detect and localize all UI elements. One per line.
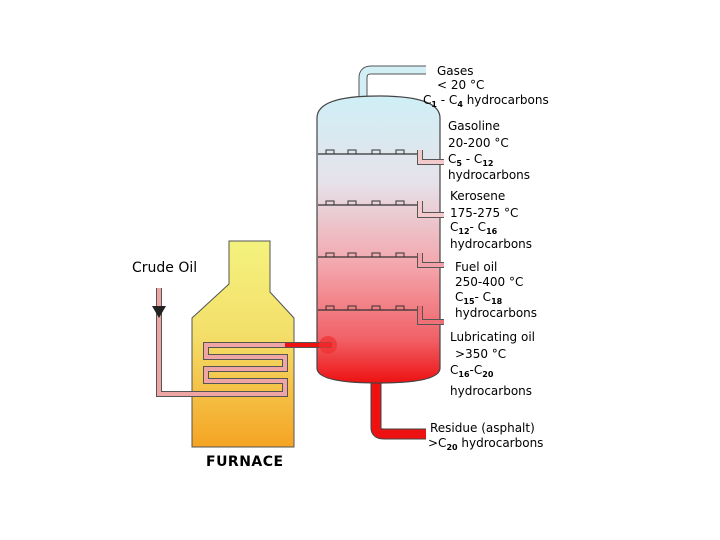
fuel-oil-hc: hydrocarbons [455,306,538,320]
gases-formula: C1 - C4 hydrocarbons [423,93,549,109]
kerosene-hc: hydrocarbons [450,237,533,251]
column-trays [318,153,420,311]
lubricating-oil-temp: >350 °C [455,347,507,361]
gasoline-hc: hydrocarbons [448,168,531,182]
crude-oil-label: Crude Oil [132,260,198,276]
residue-name: Residue (asphalt) [430,421,535,435]
kerosene-formula: C12- C16 [450,220,498,236]
side-outlets [417,150,444,325]
residue-pipe [370,376,426,440]
inlet-splash [319,336,337,354]
fuel-oil-formula: C15- C18 [455,290,503,306]
lubricating-oil-hc: hydrocarbons [450,384,533,398]
fuel-oil-name: Fuel oil [455,260,498,274]
gases-name: Gases [437,64,474,78]
gasoline-formula: C5 - C12 [448,152,494,168]
fuel-oil-temp: 250-400 °C [455,275,524,289]
furnace-label: FURNACE [206,454,284,470]
gasoline-temp: 20-200 °C [448,136,509,150]
crude-oil-arrow [152,306,166,318]
residue-formula: >C20 hydrocarbons [428,436,544,452]
kerosene-name: Kerosene [450,189,506,203]
fractionating-column [316,95,441,384]
lubricating-oil-formula: C16-C20 [450,363,494,379]
lubricating-oil-name: Lubricating oil [450,330,536,344]
gases-temp: < 20 °C [437,78,485,92]
gasoline-name: Gasoline [448,119,500,133]
kerosene-temp: 175-275 °C [450,206,519,220]
